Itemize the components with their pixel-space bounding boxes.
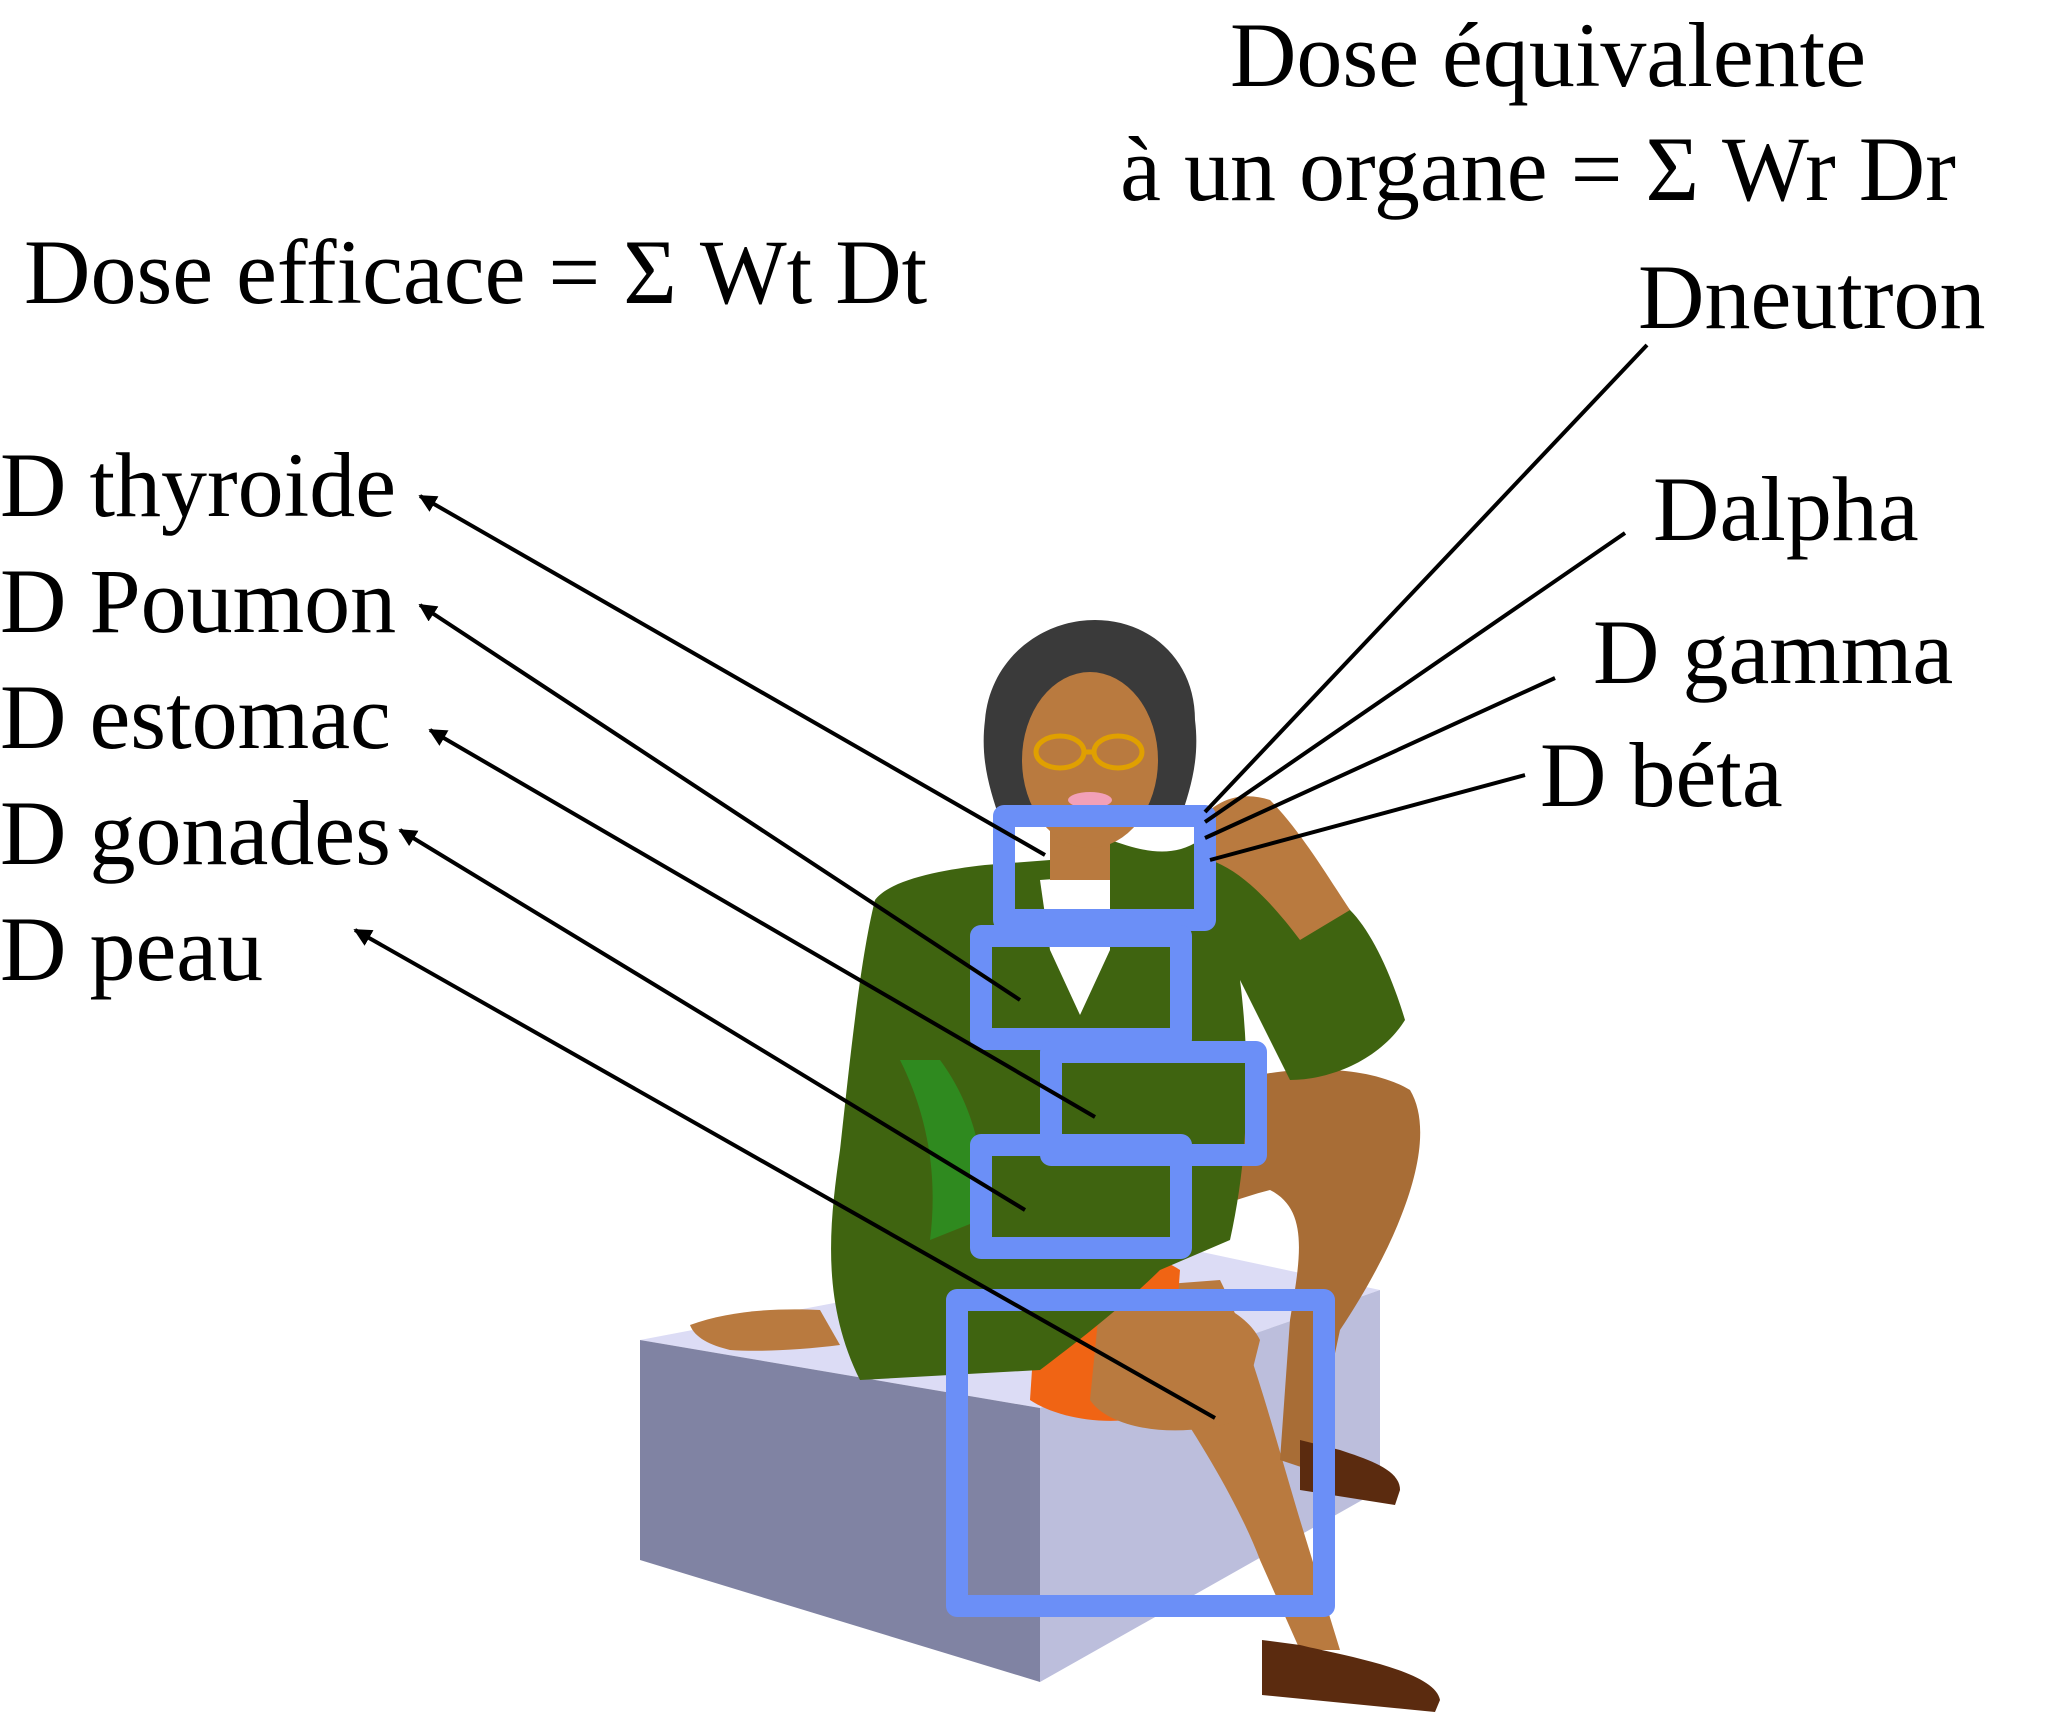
organ-box-skin [946, 1289, 1335, 1617]
label-gonads: D gonades [0, 782, 391, 884]
leader-stomach [428, 728, 1097, 1119]
lower-leg [1090, 1280, 1340, 1650]
hand-on-cube [690, 1309, 840, 1351]
label-thyroid: D thyroide [0, 434, 396, 536]
thigh [1090, 1292, 1260, 1431]
label-alpha: Dalpha [1653, 458, 1919, 560]
raised-arm [1195, 796, 1350, 940]
leader-lung [418, 603, 1022, 1002]
label-gamma: D gamma [1593, 601, 1953, 703]
leader-gonads [398, 828, 1027, 1212]
headings: Dose équivalente à un organe = Σ Wr Dr D… [24, 4, 1956, 323]
heading-effective-dose: Dose efficace = Σ Wt Dt [24, 221, 928, 323]
leader-alpha [1203, 531, 1627, 824]
label-skin: D peau [0, 898, 263, 1000]
cube-left-face [640, 1340, 1040, 1682]
heading-equivalent-dose-line2: à un organe = Σ Wr Dr [1120, 118, 1956, 220]
radiation-dose-labels: Dneutron Dalpha D gamma D béta [1540, 246, 1985, 826]
organ-box-lung [970, 925, 1192, 1050]
leader-neutron [1203, 343, 1649, 814]
face [1022, 672, 1158, 848]
heading-equivalent-dose-line1: Dose équivalente [1230, 4, 1866, 106]
label-neutron: Dneutron [1638, 246, 1985, 348]
leader-skin [353, 928, 1216, 1420]
left-shoe [1262, 1640, 1440, 1712]
organ-boxes [946, 805, 1335, 1617]
organ-dose-labels: D thyroide D Poumon D estomac D gonades … [0, 434, 396, 1000]
leader-beta [1209, 773, 1526, 862]
mouth [1068, 792, 1112, 808]
jacket-shade [900, 1060, 983, 1240]
leader-thyroid [418, 494, 1046, 857]
radiation-leaders [1203, 343, 1649, 862]
leader-gamma [1204, 676, 1556, 840]
organ-leaders [353, 494, 1216, 1420]
label-beta: D béta [1540, 724, 1783, 826]
label-stomach: D estomac [0, 666, 391, 768]
label-lung: D Poumon [0, 550, 396, 652]
glasses [1033, 733, 1145, 771]
organ-box-gonads [970, 1134, 1192, 1259]
organ-box-thyroid [993, 805, 1216, 931]
